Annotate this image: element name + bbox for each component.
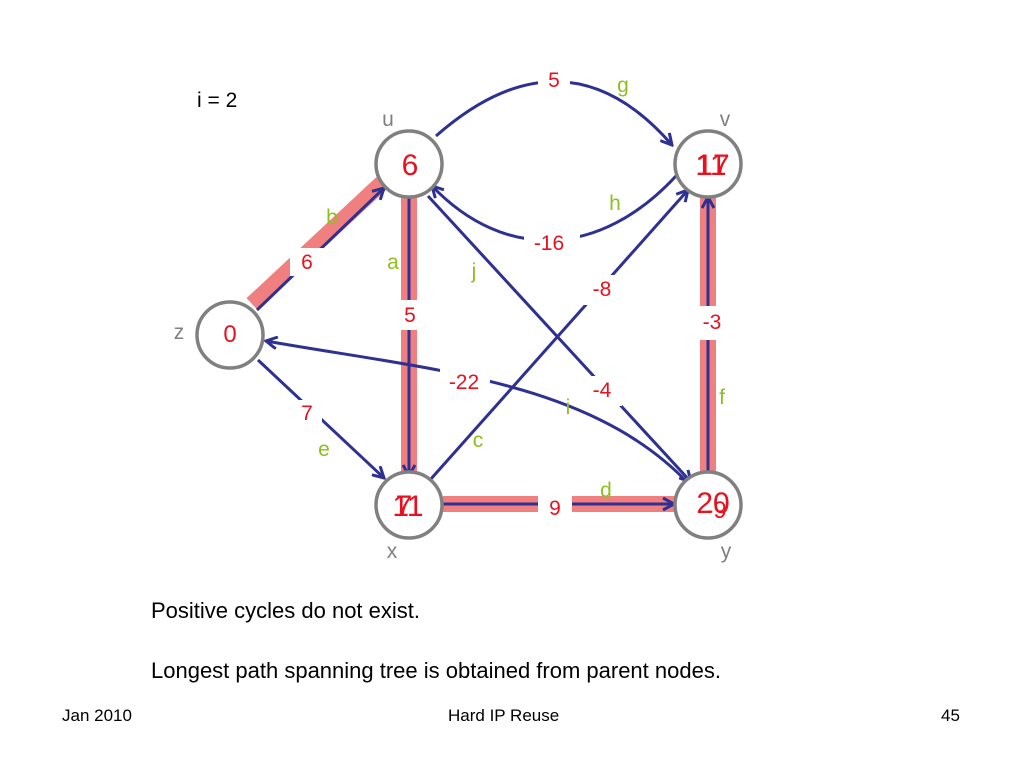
weight-c: -8 [593,278,612,301]
iteration-label: i = 2 [197,89,237,112]
footer-date: Jan 2010 [62,706,132,725]
edge-name-e: e [318,438,330,461]
edge-name-a: a [387,251,399,274]
weight-j: -4 [593,379,612,402]
node-y-value-old: 20 [696,487,729,520]
weight-a: 5 [404,304,416,327]
note-spanning-tree: Longest path spanning tree is obtained f… [151,658,721,683]
node-u-value: 6 [402,149,419,182]
weight-h: -16 [534,232,564,255]
edge-names: a b c d e f g h i j [318,74,725,502]
weight-b: 6 [301,251,313,274]
edge-c [428,190,688,481]
edge-j [426,194,691,482]
edge-name-c: c [473,429,484,452]
node-y-value-new: -9 [705,497,726,524]
highlight-edge-b [246,174,391,310]
edge-name-g: g [617,74,629,97]
node-z: 0 z [174,300,265,370]
weight-e: 7 [301,402,313,425]
node-y-name: y [721,540,732,563]
edge-name-b: b [326,206,338,229]
node-z-name: z [174,321,185,344]
node-v: 11 17 v [673,108,743,199]
edge-weights: 6 5 7 9 -3 5 -16 -8 -22 -4 [290,66,728,522]
node-x-name: x [387,540,398,563]
node-v-value-new: 17 [696,149,729,182]
node-y: 20 -9 y [673,470,743,563]
note-positive-cycles: Positive cycles do not exist. [151,598,421,623]
footer-page-number: 45 [941,706,960,725]
node-v-name: v [720,108,731,131]
edge-name-i: i [566,396,571,419]
node-v-value-old: 11 [695,149,726,182]
node-u-name: u [382,108,394,131]
weight-d: 9 [549,497,561,520]
weight-f: -3 [703,311,722,334]
edge-i [266,341,691,486]
node-x-value-old: 7 [396,490,413,523]
weight-g: 5 [548,69,560,92]
edge-name-h: h [609,192,621,215]
edges [255,80,708,504]
node-x: 7 11 x [374,470,444,563]
node-z-value: 0 [223,321,236,348]
edge-name-j: j [471,260,477,283]
node-x-value-new: 11 [392,490,423,523]
edge-name-d: d [600,479,612,502]
edge-name-f: f [719,386,725,409]
node-u: 6 u [374,108,444,199]
weight-i: -22 [449,371,479,394]
footer-title: Hard IP Reuse [448,706,560,725]
